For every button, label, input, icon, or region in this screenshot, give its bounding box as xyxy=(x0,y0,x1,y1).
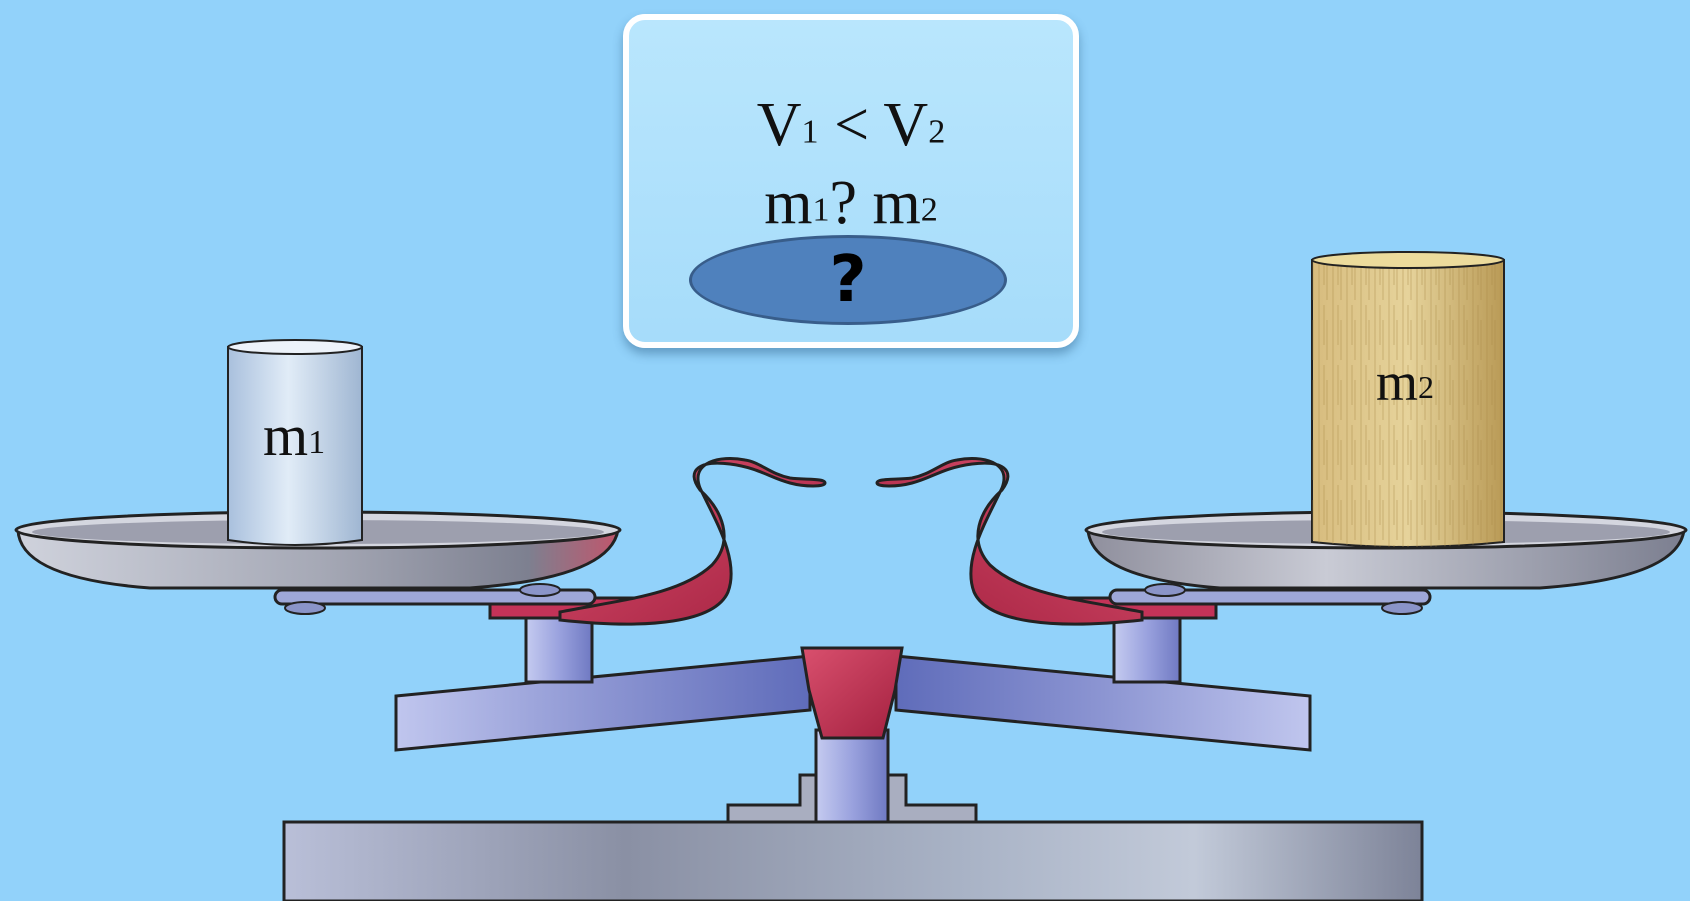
scale-beam xyxy=(394,654,1312,752)
scale-pivot xyxy=(800,646,904,740)
left-pan-plate xyxy=(273,583,597,615)
right-bird-ornament xyxy=(875,456,1144,626)
left-metal-cylinder: m1 xyxy=(227,339,363,546)
left-bird-ornament xyxy=(558,456,827,626)
mass-comparison-question: m1? m2 xyxy=(764,169,938,237)
scale-base xyxy=(282,773,1424,901)
question-card: V1 < V2 m1? m2 ? xyxy=(623,14,1079,348)
left-mass-label: m1 xyxy=(263,403,325,468)
scale-column xyxy=(814,728,890,824)
right-pan-plate xyxy=(1108,583,1432,615)
right-mass-label: m2 xyxy=(1376,352,1434,412)
reveal-answer-button[interactable]: ? xyxy=(689,235,1007,325)
right-wood-cylinder: m2 xyxy=(1311,251,1505,548)
volume-comparison: V1 < V2 xyxy=(756,91,946,159)
